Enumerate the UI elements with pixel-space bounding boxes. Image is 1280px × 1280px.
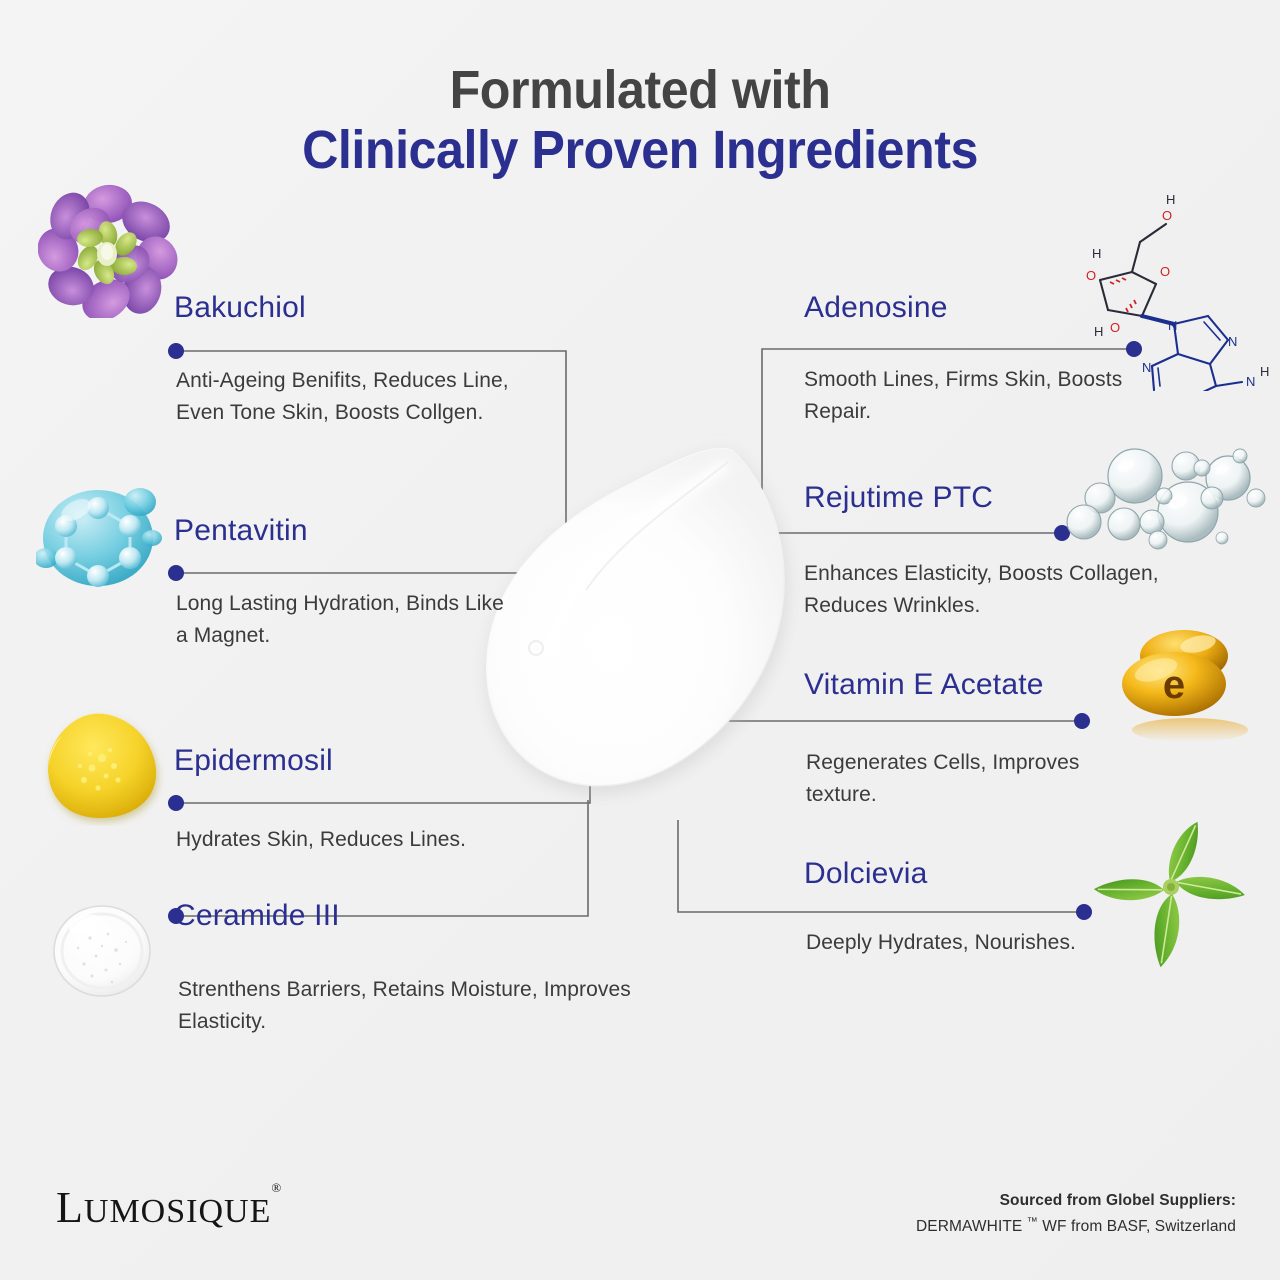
stevia-leaves [1093,821,1245,968]
adenosine-molecule-icon: H O H O H O O N N N N N H H [1070,176,1275,405]
connector-dot-adenosine [1126,341,1142,357]
ingredient-dolcievia: Dolcievia [804,857,928,891]
svg-text:O: O [1160,264,1170,279]
ingredient-ceramide-iii: Ceramide III [174,899,340,933]
connector-dot-vitamin-e [1074,713,1090,729]
source-brand: DERMAWHITE [916,1218,1027,1236]
ingredient-name: Bakuchiol [174,291,306,324]
cream-crease [585,461,729,591]
ingredient-description: Long Lasting Hydration, Binds Like a Mag… [176,592,504,647]
svg-text:H: H [1248,388,1257,391]
connector-ceramide [176,800,589,917]
ingredient-name: Ceramide III [174,899,340,932]
capsule-letter-e: e [1163,663,1185,707]
ingredient-description: Enhances Elasticity, Boosts Collagen, Re… [804,562,1159,617]
connector-dot-bakuchiol [168,343,184,359]
gold-softgel-capsule-icon: e [1112,626,1277,751]
ingredient-description: Regenerates Cells, Improves texture. [806,751,1080,806]
ingredient-description: Strenthens Barriers, Retains Moisture, I… [178,978,631,1033]
ingredient-rejutime-ptc-desc: Enhances Elasticity, Boosts Collagen, Re… [804,558,1164,622]
yellow-gel-droplet-icon [40,706,165,831]
ingredient-pentavitin-desc: Long Lasting Hydration, Binds Like a Mag… [176,588,506,652]
source-line-1: Sourced from Globel Suppliers: [999,1192,1236,1209]
connector-dot-epidermosil [168,795,184,811]
svg-text:O: O [1086,268,1096,283]
svg-text:O: O [1162,208,1172,223]
ingredient-description: Anti-Ageing Benifits, Reduces Line, Even… [176,369,509,424]
connector-adenosine [761,348,1134,540]
ingredient-pentavitin: Pentavitin [174,514,308,548]
cream-body [486,447,785,787]
ingredient-adenosine: Adenosine [804,291,948,325]
brand-logo-text: UMOSIQUE [83,1193,272,1230]
brand-logo-initial: L [56,1183,84,1232]
title-line-1: Formulated with [449,60,831,120]
connector-bakuchiol [176,350,567,566]
stevia-leaf-icon [1092,806,1277,986]
cream-swatch-dollop [470,420,810,820]
clear-gel-body [53,905,151,997]
purple-flower-icon [37,178,178,323]
cream-highlight [543,461,729,667]
clear-gel-specks [76,932,128,984]
stereo-hashes [1109,277,1137,313]
flower-green-buds [77,221,137,285]
ingredient-epidermosil: Epidermosil [174,744,333,778]
ingredient-rejutime-ptc: Rejutime PTC [804,481,993,515]
svg-text:N: N [1228,334,1237,349]
molecule-skeleton [1098,222,1244,400]
ingredient-name: Dolcievia [804,857,928,890]
clear-gel-droplet-icon [46,898,161,1008]
connector-dot-ceramide [168,908,184,924]
ingredient-ceramide-iii-desc: Strenthens Barriers, Retains Moisture, I… [178,974,648,1038]
svg-text:N: N [1142,360,1151,375]
connector-dolcievia [677,820,1084,913]
gel-body [48,713,157,818]
ingredient-description: Deeply Hydrates, Nourishes. [806,931,1076,954]
svg-text:O: O [1110,320,1120,335]
water-bubbles-icon [1060,440,1280,565]
blue-molecule-droplet-icon [34,472,166,602]
ingredient-name: Epidermosil [174,744,333,777]
ingredient-bakuchiol-desc: Anti-Ageing Benifits, Reduces Line, Even… [176,365,556,429]
ingredient-name: Rejutime PTC [804,481,994,514]
ingredient-description: Hydrates Skin, Reduces Lines. [176,828,467,851]
capsule-reflection [1132,718,1248,742]
page-title: Formulated with Clinically Proven Ingred… [0,62,1280,182]
svg-text:N: N [1168,318,1177,333]
ingredient-vitamin-e-acetate-desc: Regenerates Cells, Improves texture. [806,747,1156,811]
svg-text:N: N [1182,390,1191,391]
source-credit: Sourced from Globel Suppliers: DERMAWHIT… [916,1192,1236,1236]
ingredient-name: Vitamin E Acetate [804,668,1044,701]
connector-dot-dolcievia [1076,904,1092,920]
ingredient-name: Adenosine [804,291,948,324]
svg-text:H: H [1094,324,1103,339]
brand-logo: LUMOSIQUE® [56,1180,282,1233]
svg-text:H: H [1260,364,1269,379]
trademark-icon: ™ [1026,1216,1038,1228]
svg-text:H: H [1092,246,1101,261]
atom-labels: H O H O H O O N N N N N H H [1086,192,1269,405]
svg-text:H: H [1166,192,1175,207]
registered-mark-icon: ® [271,1180,282,1196]
ingredient-dolcievia-desc: Deeply Hydrates, Nourishes. [806,927,1166,959]
title-line-2: Clinically Proven Ingredients [302,119,978,180]
cream-speck [528,640,544,656]
svg-text:N: N [1246,374,1255,389]
source-supplier: WF from BASF, Switzerland [1037,1218,1236,1236]
ingredient-bakuchiol: Bakuchiol [174,291,306,325]
ingredient-description: Smooth Lines, Firms Skin, Boosts Repair. [804,368,1123,423]
ingredient-adenosine-desc: Smooth Lines, Firms Skin, Boosts Repair. [804,364,1144,428]
ingredient-vitamin-e-acetate: Vitamin E Acetate [804,668,1044,702]
molecule-nodes [55,497,141,587]
connector-dot-rejutime [1054,525,1070,541]
gel-bubbles [78,748,121,791]
ingredient-epidermosil-desc: Hydrates Skin, Reduces Lines. [176,824,576,856]
connector-dot-pentavitin [168,565,184,581]
source-line-2: DERMAWHITE ™ WF from BASF, Switzerland [916,1216,1236,1236]
bubble-cluster [1066,448,1266,550]
ingredient-name: Pentavitin [174,514,308,547]
